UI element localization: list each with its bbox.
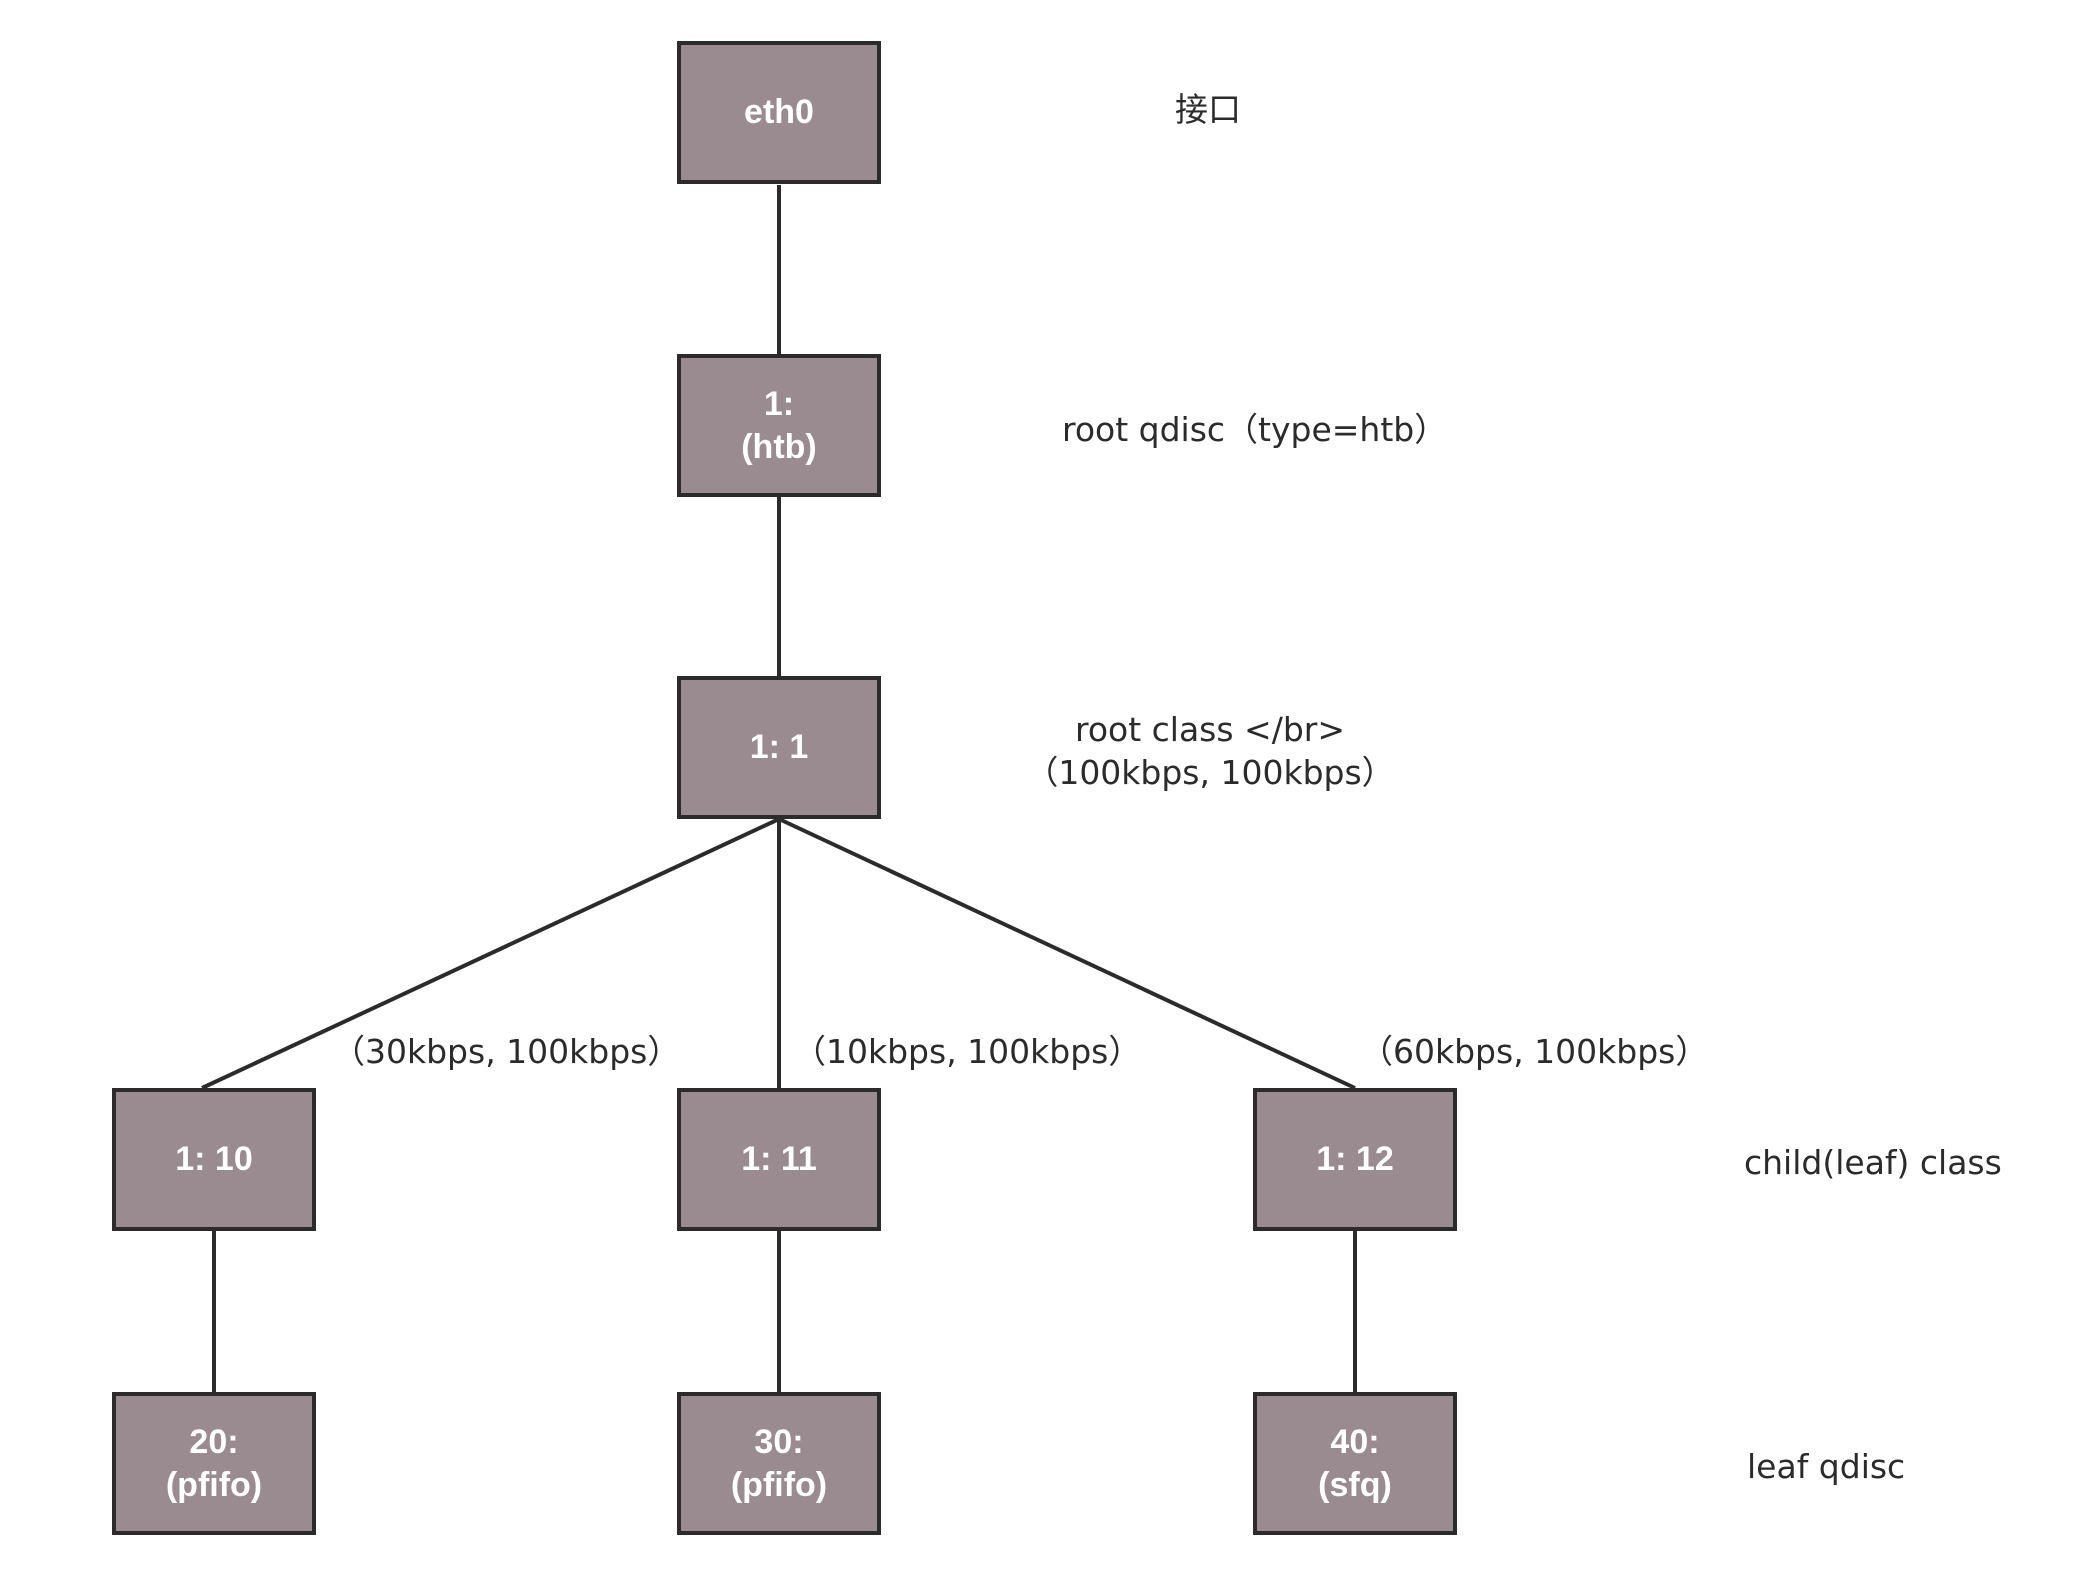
- label-root-class-line2: （100kbps, 100kbps）: [1025, 753, 1395, 792]
- edge-label-1-12-rate: （60kbps, 100kbps）: [1360, 1032, 1709, 1071]
- node-eth0-label: eth0: [744, 93, 814, 131]
- node-qdisc-20-id: 20:: [189, 1422, 239, 1461]
- node-qdisc-30-id: 30:: [754, 1422, 804, 1461]
- node-root-qdisc-type: (htb): [741, 427, 817, 466]
- node-qdisc-30: 30: (pfifo): [677, 1392, 881, 1535]
- node-qdisc-20-type: (pfifo): [165, 1465, 263, 1504]
- node-class-1-11: 1: 11: [677, 1088, 881, 1231]
- node-class-1-10-id: 1: 10: [175, 1140, 253, 1178]
- node-eth0: eth0: [677, 41, 881, 184]
- label-child-class: child(leaf) class: [1744, 1143, 2002, 1182]
- node-root-qdisc: 1: (htb): [677, 354, 881, 497]
- node-class-1-11-id: 1: 11: [741, 1140, 817, 1178]
- edge-label-1-11-rate: （10kbps, 100kbps）: [793, 1032, 1142, 1071]
- node-class-1-12: 1: 12: [1253, 1088, 1457, 1231]
- label-root-class-line1: root class </br>: [1075, 710, 1345, 749]
- edge-label-1-10-rate: （30kbps, 100kbps）: [332, 1032, 681, 1071]
- node-root-qdisc-id: 1:: [763, 384, 795, 423]
- node-class-1-12-id: 1: 12: [1316, 1140, 1394, 1178]
- node-qdisc-40-id: 40:: [1330, 1422, 1380, 1461]
- node-root-class-id: 1: 1: [749, 728, 809, 766]
- node-qdisc-20: 20: (pfifo): [112, 1392, 316, 1535]
- node-qdisc-40-type: (sfq): [1318, 1465, 1392, 1504]
- label-interface: 接口: [1175, 90, 1241, 129]
- edge-root-class-to-1-12: [778, 817, 1356, 1090]
- label-leaf-qdisc: leaf qdisc: [1747, 1447, 1906, 1486]
- node-root-class: 1: 1: [677, 676, 881, 819]
- edge-root-class-to-1-10: [201, 817, 780, 1090]
- node-qdisc-30-type: (pfifo): [730, 1465, 828, 1504]
- label-root-qdisc: root qdisc（type=htb）: [1062, 410, 1448, 449]
- node-qdisc-40: 40: (sfq): [1253, 1392, 1457, 1535]
- node-class-1-10: 1: 10: [112, 1088, 316, 1231]
